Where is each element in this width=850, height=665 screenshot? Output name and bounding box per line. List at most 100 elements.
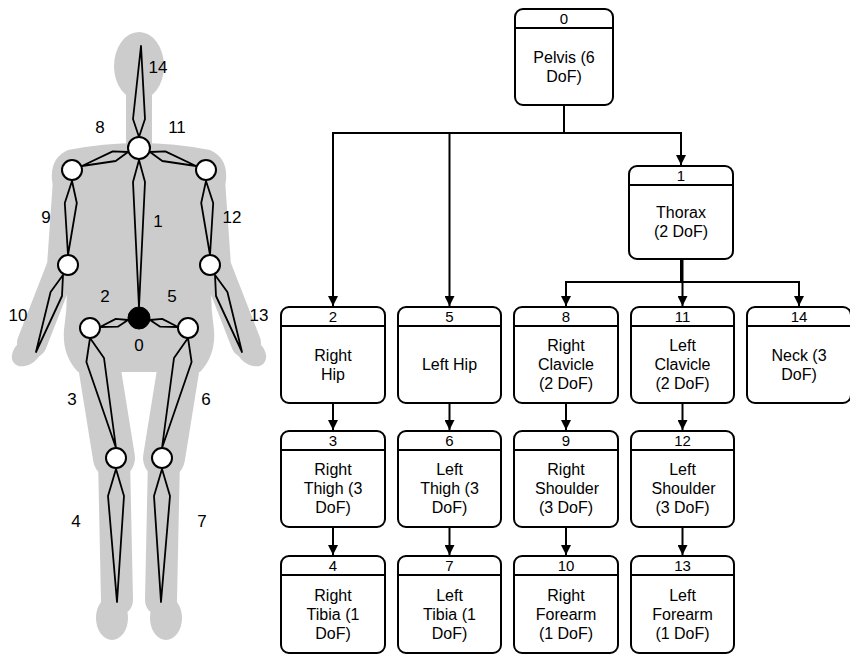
joint-number: 1 (630, 167, 732, 186)
spine-bone (133, 160, 145, 307)
upper-arm-bone (65, 181, 77, 255)
upper-arm-bone (201, 181, 213, 255)
joint-number: 0 (516, 10, 612, 29)
box-body: Right Tibia (1 DoF) (282, 576, 384, 652)
joint-name: Right Forearm (1 DoF) (535, 586, 597, 643)
joint-box: 1Thorax (2 DoF) (628, 165, 734, 260)
callout-number: 0 (134, 336, 143, 356)
callout-number: 3 (67, 390, 76, 410)
joint-circle (62, 160, 82, 180)
joint-name: Left Forearm (1 DoF) (652, 586, 714, 643)
tree-connector (450, 106, 565, 306)
joint-name: Neck (3 DoF) (768, 346, 830, 384)
joint-box: 2Right Hip (280, 306, 386, 404)
callout-number: 2 (100, 287, 109, 307)
box-body: Neck (3 DoF) (748, 327, 850, 402)
joint-number: 7 (399, 557, 500, 576)
box-body: Right Shoulder (3 DoF) (515, 451, 617, 526)
joint-number: 9 (515, 432, 617, 451)
root-joint (128, 307, 150, 329)
joint-circle (128, 137, 150, 159)
tree-connector (449, 528, 451, 555)
joint-box: 4Right Tibia (1 DoF) (280, 555, 386, 654)
joint-box: 8Right Clavicle (2 DoF) (513, 306, 619, 404)
box-body: Right Forearm (1 DoF) (515, 576, 617, 652)
joint-box: 9Right Shoulder (3 DoF) (513, 430, 619, 528)
clavicle-bone (150, 151, 196, 166)
joint-name: Right Clavicle (2 DoF) (535, 336, 597, 393)
joint-circle (178, 318, 198, 338)
tibia-bone (108, 469, 124, 602)
callout-number: 14 (149, 58, 168, 78)
callout-number: 7 (197, 512, 206, 532)
joint-circle (152, 448, 172, 468)
joint-box: 14Neck (3 DoF) (746, 306, 850, 404)
joint-box: 11Left Clavicle (2 DoF) (630, 306, 735, 404)
forearm-bone (215, 275, 242, 352)
tree-connector (564, 106, 681, 165)
tree-connector (565, 404, 567, 430)
callout-number: 11 (168, 118, 186, 138)
callout-number: 8 (95, 118, 104, 138)
box-body: Pelvis (6 DoF) (516, 29, 612, 104)
callout-number: 4 (71, 512, 80, 532)
box-body: Left Shoulder (3 DoF) (632, 451, 733, 526)
joint-circle (80, 318, 100, 338)
joint-number: 10 (515, 557, 617, 576)
clavicle-bone (82, 151, 128, 166)
joint-number: 4 (282, 557, 384, 576)
joint-box: 13Left Forearm (1 DoF) (630, 555, 735, 654)
hip-bone (100, 319, 128, 327)
joint-number: 12 (632, 432, 733, 451)
tree-connector (681, 260, 799, 306)
tree-connector (682, 528, 684, 555)
joint-circle (200, 255, 220, 275)
joint-box: 6Left Thigh (3 DoF) (397, 430, 502, 528)
joint-box: 7Left Tibia (1 DoF) (397, 555, 502, 654)
tree-connector (333, 106, 564, 306)
box-body: Right Hip (282, 327, 384, 402)
joint-box: 12Left Shoulder (3 DoF) (630, 430, 735, 528)
joint-number: 13 (632, 557, 733, 576)
box-body: Left Tibia (1 DoF) (399, 576, 500, 652)
box-body: Left Thigh (3 DoF) (399, 451, 500, 526)
joint-name: Left Thigh (3 DoF) (419, 460, 481, 517)
tree-connector (332, 404, 334, 430)
joint-number: 8 (515, 308, 617, 327)
joint-name: Right Hip (302, 346, 364, 384)
thigh-bone (162, 338, 192, 448)
joint-name: Pelvis (6 DoF) (533, 48, 595, 86)
joint-name: Right Tibia (1 DoF) (302, 586, 364, 643)
joint-box: 5Left Hip (397, 306, 502, 404)
joint-number: 5 (399, 308, 500, 327)
thigh-bone (86, 338, 116, 448)
neck-bone (133, 46, 145, 137)
hip-bone (150, 319, 178, 327)
joint-name: Thorax (2 DoF) (650, 203, 712, 241)
box-body: Right Clavicle (2 DoF) (515, 327, 617, 402)
box-body: Thorax (2 DoF) (630, 186, 732, 258)
joint-name: Right Shoulder (3 DoF) (535, 460, 597, 517)
joint-name: Left Clavicle (2 DoF) (652, 336, 714, 393)
joint-name: Left Hip (419, 355, 481, 374)
joint-name: Left Shoulder (3 DoF) (652, 460, 714, 517)
callout-number: 12 (223, 208, 242, 228)
callout-number: 1 (153, 212, 162, 232)
joint-number: 6 (399, 432, 500, 451)
joint-name: Right Thigh (3 DoF) (302, 460, 364, 517)
box-body: Left Hip (399, 327, 500, 402)
joint-circle (106, 448, 126, 468)
callout-number: 13 (250, 306, 269, 326)
box-body: Left Clavicle (2 DoF) (632, 327, 733, 402)
tree-connector (565, 528, 567, 555)
tibia-bone (154, 469, 170, 602)
joint-box: 0Pelvis (6 DoF) (514, 8, 614, 106)
callout-number: 10 (9, 306, 28, 326)
joint-circle (58, 255, 78, 275)
joint-name: Left Tibia (1 DoF) (419, 586, 481, 643)
forearm-bone (36, 275, 63, 352)
joint-number: 11 (632, 308, 733, 327)
tree-connector (332, 528, 334, 555)
joint-box: 10Right Forearm (1 DoF) (513, 555, 619, 654)
